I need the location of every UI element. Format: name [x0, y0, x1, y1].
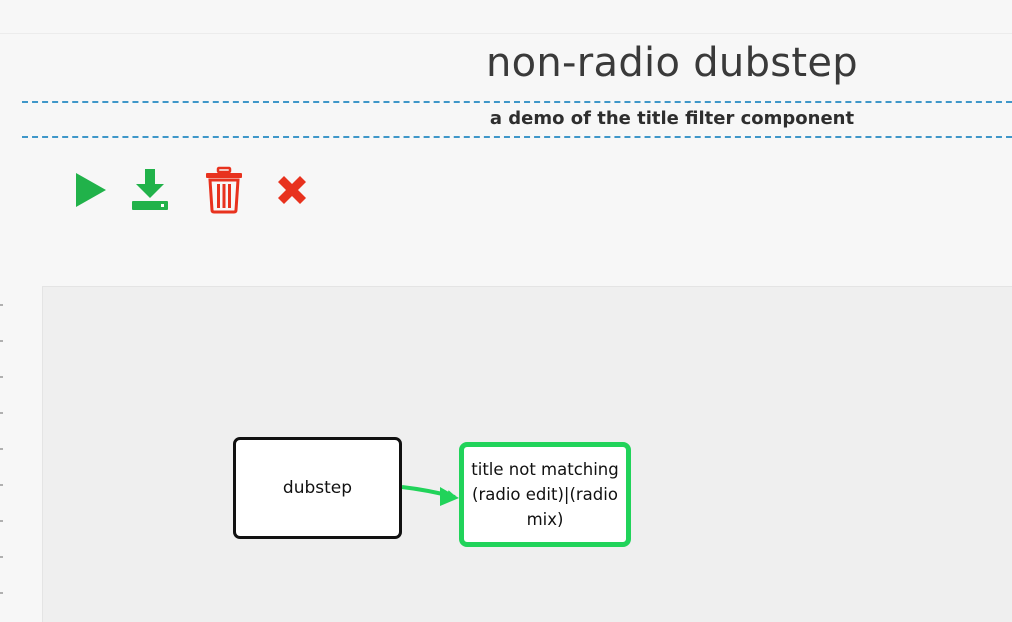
divider-top	[22, 101, 1012, 103]
download-icon	[132, 169, 168, 210]
page-subtitle: a demo of the title filter component	[489, 108, 855, 129]
divider-bottom	[22, 136, 1012, 138]
page-title: non-radio dubstep	[485, 40, 858, 86]
node-source-label: dubstep	[282, 478, 353, 498]
trash-icon	[206, 166, 242, 214]
edge-source-to-filter	[401, 485, 459, 506]
node-title-filter[interactable]: title not matching (radio edit)|(radio m…	[459, 442, 631, 547]
graph-canvas[interactable]: dubstep title not matching (radio edit)|…	[42, 286, 1012, 622]
close-button[interactable]	[266, 165, 318, 215]
close-icon	[278, 176, 306, 204]
delete-button[interactable]	[198, 165, 250, 215]
top-border	[0, 33, 1012, 34]
play-icon	[76, 173, 106, 207]
node-source[interactable]: dubstep	[233, 437, 402, 539]
download-button[interactable]	[124, 165, 176, 215]
left-ruler	[0, 296, 4, 622]
play-button[interactable]	[64, 165, 116, 215]
node-filter-label: title not matching (radio edit)|(radio m…	[471, 460, 619, 529]
